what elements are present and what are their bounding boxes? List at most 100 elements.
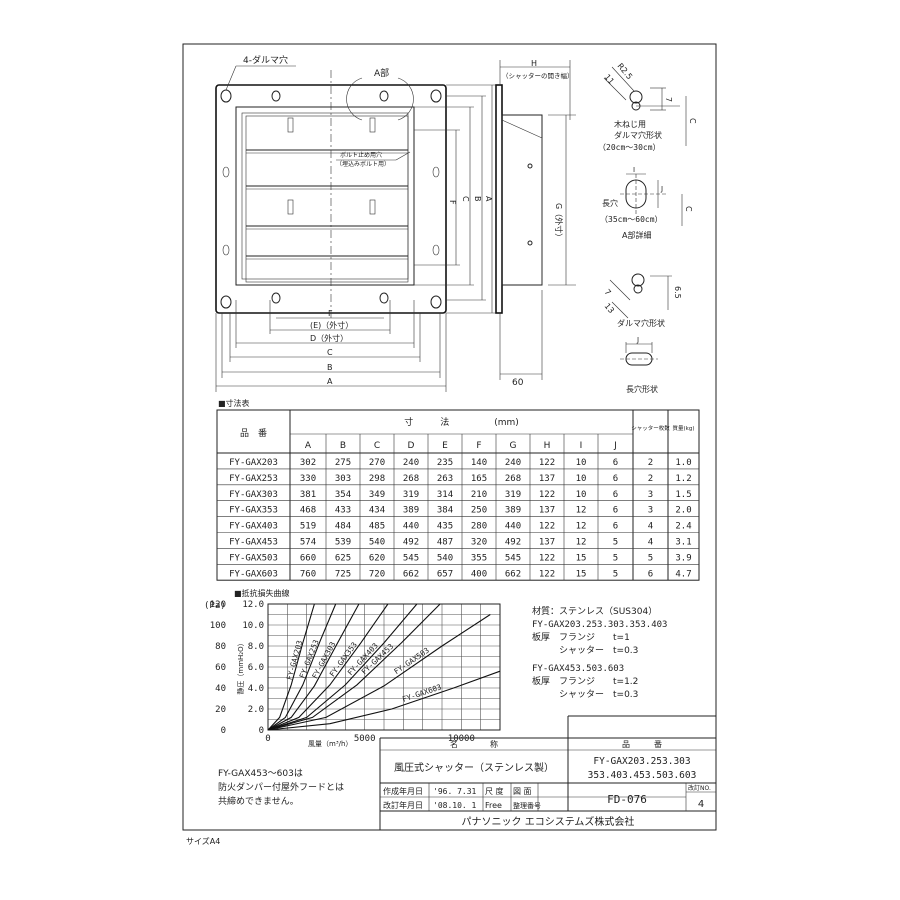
table-cell: 434 [369,506,385,516]
side-view [495,60,576,380]
tb-rev-label: 改訂NO. [688,784,711,792]
table-row-product: FY-GAX403 [229,522,278,532]
table-cell: 137 [539,474,555,484]
table-cell: 12 [576,538,587,548]
series-line-fy-gax403 [267,603,418,731]
x-tick-label: 0 [265,734,270,744]
detail-long-shape: 長穴形状 [626,384,658,394]
side-depth: 60 [512,378,524,388]
series-label: FY-GAX503 [392,646,431,676]
dim-a-side: A [484,196,493,202]
table-row-product: FY-GAX203 [229,458,278,468]
table-cell: 10 [576,490,587,500]
table-cell: 519 [300,522,316,532]
tb-name-value: 風圧式シャッター（ステンレス製） [394,761,554,774]
part-a-label: A部 [374,67,389,79]
dim-f-side: F [448,200,457,205]
table-cell: 540 [437,553,453,563]
table-cell: 355 [471,553,487,563]
x-tick-label: 10000 [448,734,475,744]
table-cell: 440 [505,522,521,532]
detail-r-label: R2.5 [615,62,634,82]
table-cell: 302 [300,458,316,468]
table-cell: 545 [403,553,419,563]
tb-product-header: 品 番 [622,739,662,749]
table-cell: 4 [648,522,653,532]
y-tick-label-pa: 0 [221,726,226,736]
detail-7: 7 [664,97,673,102]
table-cell: 662 [505,569,521,579]
note-line-3: 共締めできません。 [218,795,299,807]
loss-chart: 002.0204.0406.0608.08010.010012.0120(Pa)… [204,600,501,748]
front-view [215,65,496,392]
tb-drawing-label: 図 面 [513,787,532,796]
table-cell: 725 [335,569,351,579]
table-cell: 760 [300,569,316,579]
table-row-product: FY-GAX253 [229,474,278,484]
table-row-product: FY-GAX303 [229,490,278,500]
table-cell: 468 [300,506,316,516]
table-cell: 3.9 [675,553,691,563]
tb-product-value-2: 353.403.453.503.603 [588,770,697,781]
table-cell: 657 [437,569,453,579]
table-row-product: FY-GAX503 [229,553,278,563]
table-cell: 3.1 [675,538,691,548]
table-col-a: A [305,441,312,451]
side-h-label: H [531,59,537,68]
table-header-dims: 寸 法 (mm) [404,416,519,428]
table-cell: 720 [369,569,385,579]
tb-number-label: 整理番号 [513,801,541,810]
table-cell: 10 [576,474,587,484]
table-cell: 1.5 [675,490,691,500]
table-cell: 492 [403,538,419,548]
y-tick-label-mm: 2.0 [248,705,264,715]
table-cell: 137 [539,538,555,548]
table-header-product: 品 番 [240,427,267,439]
detail-a [603,66,687,366]
table-cell: 487 [437,538,453,548]
table-cell: 4.7 [675,569,691,579]
detail-range-1: （20cm〜30cm） [598,143,661,152]
table-cell: 2.0 [675,506,691,516]
table-cell: 140 [471,458,487,468]
table-cell: 389 [403,506,419,516]
table-cell: 384 [437,506,453,516]
dim-f-bottom: F [328,309,333,318]
x-tick-label: 5000 [354,734,376,744]
sheet-border [182,43,717,831]
table-cell: 240 [505,458,521,468]
table-cell: 330 [300,474,316,484]
tb-scale-value: Free [485,801,502,810]
chart-title: ■抵抗損失曲線 [234,588,290,598]
table-cell: 435 [437,522,453,532]
table-cell: 319 [403,490,419,500]
detail-long-hole: 長穴 [602,198,618,208]
table-cell: 540 [369,538,385,548]
table-cell: 660 [300,553,316,563]
plot-area [267,603,501,731]
table-cell: 240 [403,458,419,468]
dim-c-bottom: C [327,348,333,357]
note-line-2: 防火ダンパー付屋外フードとは [218,781,344,793]
tb-rev-value: 4 [698,799,704,810]
table-cell: 15 [576,569,587,579]
table-cell: 3 [648,506,653,516]
table-cell: 1.2 [675,474,691,484]
table-cell: 349 [369,490,385,500]
table-cell: 5 [613,553,618,563]
y-axis-label: 静圧（mmH₂O） [236,639,245,694]
y-tick-label-pa: 60 [215,663,226,673]
table-cell: 4 [648,538,653,548]
table-cell: 15 [576,553,587,563]
table-col-h: H [544,441,551,451]
tb-revised-value: '08.10. 1 [433,801,477,810]
side-shutter-label: （シャッターの開き幅） [502,71,574,80]
table-cell: 122 [539,569,555,579]
tb-company: パナソニック エコシステムズ株式会社 [462,815,635,828]
table-col-e: E [442,441,448,451]
y-tick-label-mm: 0 [259,726,264,736]
table-cell: 10 [576,458,587,468]
table-cell: 2 [648,474,653,484]
detail-a-title: A部詳細 [622,230,651,240]
bolt-note-1: ボルト止め用穴 [340,151,382,159]
